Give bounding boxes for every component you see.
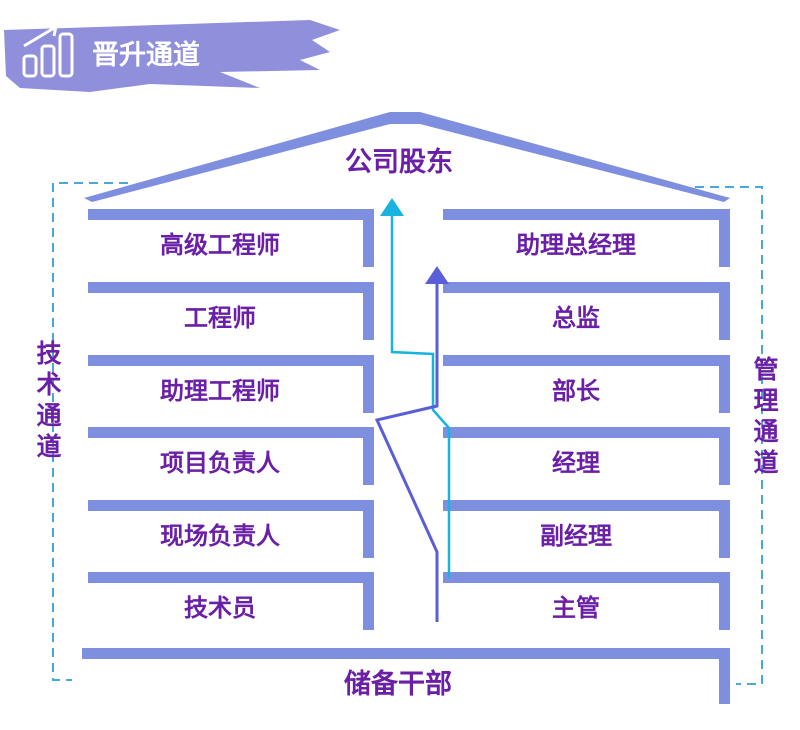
management-level-label: 部长 xyxy=(552,376,601,405)
roof: 公司股东 xyxy=(84,112,730,202)
technical-level: 高级工程师 xyxy=(88,209,374,267)
promotion-arrow-blue xyxy=(374,266,449,622)
technical-level-post xyxy=(363,572,374,630)
promotion-arrow-cyan xyxy=(380,198,451,578)
technical-level-label: 现场负责人 xyxy=(160,521,280,550)
technical-level-label: 技术员 xyxy=(184,593,256,622)
technical-level: 项目负责人 xyxy=(88,427,374,485)
technical-level-label: 项目负责人 xyxy=(160,448,280,477)
header-title: 晋升通道 xyxy=(92,39,200,71)
base-floor xyxy=(82,648,730,659)
technical-level-post xyxy=(363,282,374,340)
technical-level: 工程师 xyxy=(88,282,374,340)
bar-chart-growth-icon xyxy=(22,24,74,78)
management-level-label: 总监 xyxy=(552,303,600,332)
technical-level: 技术员 xyxy=(88,572,374,630)
management-level-beam xyxy=(443,500,730,511)
management-level: 副经理 xyxy=(443,500,730,558)
technical-level-beam xyxy=(88,282,374,293)
management-level-label: 经理 xyxy=(552,448,600,477)
technical-level-post xyxy=(363,355,374,413)
management-level-beam xyxy=(443,282,730,293)
management-level-label: 主管 xyxy=(552,593,600,622)
technical-level-label: 助理工程师 xyxy=(160,376,280,405)
management-level-label: 副经理 xyxy=(540,521,612,550)
roof-label: 公司股东 xyxy=(345,146,453,178)
base: 储备干部 xyxy=(82,648,730,704)
technical-level-post xyxy=(363,500,374,558)
management-level-beam xyxy=(443,427,730,438)
management-level-post xyxy=(719,427,730,485)
management-level-post xyxy=(719,282,730,340)
management-level-post xyxy=(719,572,730,630)
management-level-beam xyxy=(443,355,730,366)
header-banner: 晋升通道 xyxy=(4,20,340,92)
technical-level-beam xyxy=(88,572,374,583)
management-channel-label: 管理通道 xyxy=(753,355,778,477)
technical-level: 助理工程师 xyxy=(88,355,374,413)
management-level: 主管 xyxy=(443,572,730,630)
base-label: 储备干部 xyxy=(344,668,452,700)
management-level-post xyxy=(719,500,730,558)
management-level: 经理 xyxy=(443,427,730,485)
management-level: 总监 xyxy=(443,282,730,340)
technical-level-beam xyxy=(88,209,374,220)
technical-channel-label: 技术通道 xyxy=(36,339,61,461)
management-level: 助理总经理 xyxy=(443,209,730,267)
management-level-label: 助理总经理 xyxy=(516,230,636,259)
dashed-bracket-right xyxy=(695,186,763,685)
banner-brush xyxy=(4,20,340,92)
arrow-blue-path xyxy=(374,280,439,622)
arrow-cyan-head xyxy=(380,198,404,216)
arrow-blue-head xyxy=(425,266,449,284)
technical-level-post xyxy=(363,209,374,267)
technical-level-beam xyxy=(88,355,374,366)
technical-level-label: 工程师 xyxy=(184,303,256,332)
management-level: 部长 xyxy=(443,355,730,413)
technical-level: 现场负责人 xyxy=(88,500,374,558)
technical-level-post xyxy=(363,427,374,485)
technical-level-beam xyxy=(88,500,374,511)
management-level-beam xyxy=(443,209,730,220)
arrow-cyan-path xyxy=(390,210,451,578)
technical-level-label: 高级工程师 xyxy=(160,230,280,259)
base-right-post xyxy=(719,648,730,704)
technical-level-beam xyxy=(88,427,374,438)
management-level-post xyxy=(719,209,730,267)
management-level-beam xyxy=(443,572,730,583)
dashed-bracket-left xyxy=(52,182,128,681)
management-level-post xyxy=(719,355,730,413)
